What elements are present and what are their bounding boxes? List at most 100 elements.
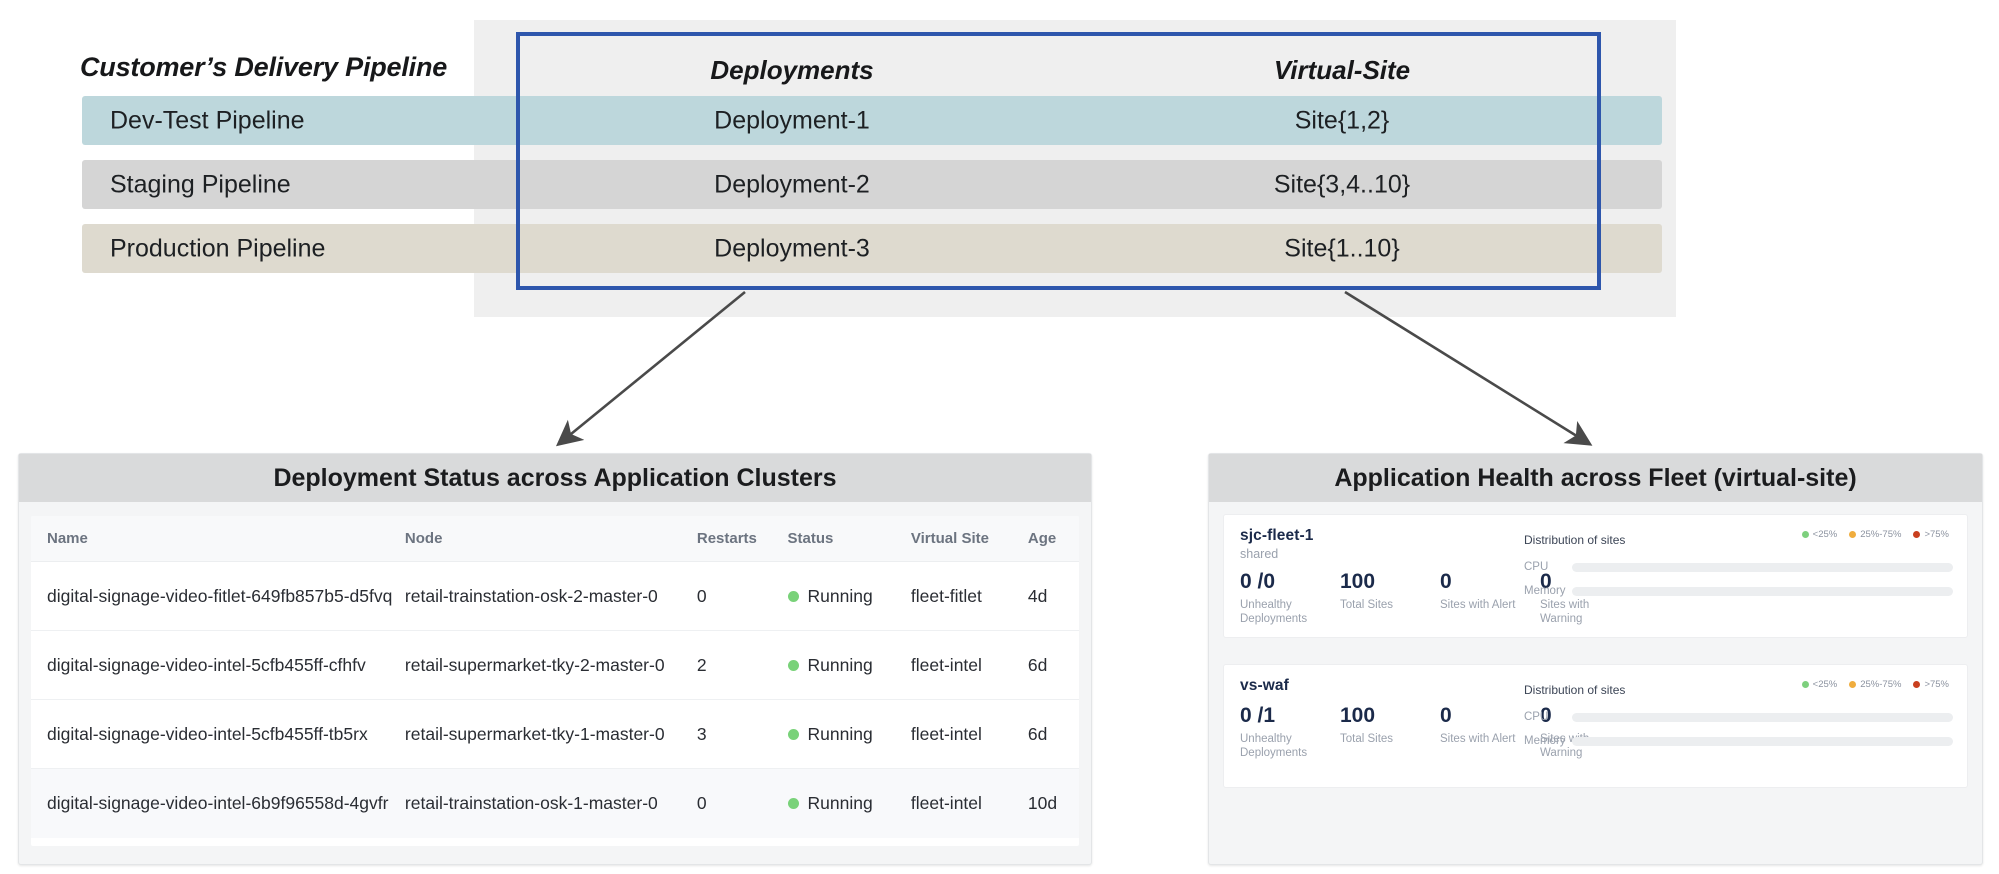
metric-value: 0 [1440, 570, 1452, 593]
metric-label: Unhealthy Deployments [1240, 599, 1308, 626]
th-node[interactable]: Node [404, 516, 697, 562]
fleet-metrics: 0 /1 Unhealthy Deployments 100 Total Sit… [1240, 704, 1953, 761]
cell-status: Running [787, 768, 911, 838]
legend-label: >75% [1924, 679, 1949, 690]
cell-virtual-site: fleet-fitlet [910, 561, 1028, 631]
legend-dot-amber [1849, 681, 1857, 688]
fleet-tile[interactable]: sjc-fleet-1 shared 0 /0 Unhealthy Deploy… [1223, 514, 1968, 638]
memory-bar-track [1572, 586, 1953, 596]
cell-node: retail-trainstation-osk-2-master-0 [404, 561, 697, 631]
metric-value: 0 [1540, 570, 1552, 593]
fleet-health-title: Application Health across Fleet (virtual… [1209, 454, 1982, 502]
legend-dot-red [1913, 681, 1921, 688]
th-age[interactable]: Age [1027, 516, 1079, 562]
legend-item-high: >75% [1913, 529, 1949, 540]
cpu-bar-track [1572, 562, 1953, 572]
status-label: Running [807, 792, 873, 813]
th-name[interactable]: Name [31, 516, 405, 562]
legend-label: 25%-75% [1860, 529, 1902, 540]
legend-item-low: <25% [1801, 529, 1838, 540]
legend-dot-red [1913, 531, 1921, 538]
metric-value: 100 [1340, 704, 1376, 727]
metric-total-sites: 100 Total Sites [1340, 570, 1440, 627]
metric-sites-with-alert: 0 Sites with Alert [1440, 704, 1540, 761]
distribution-row-cpu: CPU [1524, 711, 1953, 723]
distribution-row-label: CPU [1524, 711, 1549, 723]
memory-bar-track [1572, 736, 1953, 746]
th-virtual-site[interactable]: Virtual Site [910, 516, 1028, 562]
distribution-legend: <25% 25%-75% >75% [1801, 529, 1949, 540]
fleet-name: vs-waf [1240, 677, 1289, 694]
cell-age: 4d [1027, 561, 1079, 631]
pipeline-row-site: Site{3,4..10} [1273, 170, 1411, 198]
fleet-name: sjc-fleet-1 [1240, 527, 1314, 544]
table-row[interactable]: digital-signage-video-fitlet-649fb857b5-… [31, 561, 1079, 631]
legend-item-mid: 25%-75% [1849, 529, 1901, 540]
pipeline-row-deployment: Deployment-2 [714, 170, 870, 198]
metric-value: 0 [1440, 704, 1452, 727]
table-row[interactable]: digital-signage-video-intel-6b9f96558d-4… [31, 768, 1079, 838]
th-status[interactable]: Status [787, 516, 911, 562]
legend-item-high: >75% [1913, 679, 1949, 690]
cell-status: Running [787, 699, 911, 769]
status-label: Running [807, 723, 873, 744]
cpu-bar-track [1572, 712, 1953, 722]
legend-label: 25%-75% [1860, 679, 1902, 690]
status-label: Running [807, 654, 873, 675]
cell-virtual-site: fleet-intel [910, 630, 1028, 700]
metric-value: 0 /1 [1240, 704, 1276, 727]
table-header-row: Name Node Restarts Status Virtual Site A… [31, 516, 1079, 562]
metric-label: Unhealthy Deployments [1240, 733, 1308, 760]
deployment-status-card: Deployment Status across Application Clu… [18, 453, 1092, 865]
cell-name: digital-signage-video-intel-5cfb455ff-cf… [31, 630, 405, 700]
fleet-tile[interactable]: vs-waf 0 /1 Unhealthy Deployments 100 To… [1223, 664, 1968, 788]
cell-node: retail-supermarket-tky-1-master-0 [404, 699, 697, 769]
table-row[interactable]: digital-signage-video-intel-5cfb455ff-cf… [31, 630, 1079, 700]
cell-status: Running [787, 630, 911, 700]
metric-unhealthy-deployments: 0 /1 Unhealthy Deployments [1240, 704, 1340, 761]
distribution-row-memory: Memory [1524, 585, 1953, 597]
cell-age: 10d [1027, 768, 1079, 838]
deployment-table-container: Name Node Restarts Status Virtual Site A… [31, 516, 1079, 846]
distribution-legend: <25% 25%-75% >75% [1801, 679, 1949, 690]
th-restarts[interactable]: Restarts [696, 516, 788, 562]
distribution-block: <25% 25%-75% >75% Distribution of sites [1524, 529, 1953, 609]
pipeline-row-dev-test[interactable]: Dev-Test Pipeline Deployment-1 Site{1,2} [82, 96, 1662, 145]
legend-item-low: <25% [1801, 679, 1837, 690]
legend-label: <25% [1812, 529, 1838, 540]
legend-dot-green [1801, 531, 1809, 538]
cell-virtual-site: fleet-intel [910, 699, 1028, 769]
cell-node: retail-trainstation-osk-1-master-0 [404, 768, 697, 838]
distribution-title: Distribution of sites [1524, 683, 1626, 697]
table-row[interactable]: digital-signage-video-intel-5cfb455ff-tb… [31, 699, 1079, 769]
fleet-metrics: 0 /0 Unhealthy Deployments 100 Total Sit… [1240, 570, 1953, 627]
fleet-subtitle: shared [1240, 547, 1279, 561]
pipeline-row-production[interactable]: Production Pipeline Deployment-3 Site{1.… [82, 224, 1662, 273]
fleet-tiles-container: sjc-fleet-1 shared 0 /0 Unhealthy Deploy… [1209, 502, 1982, 826]
distribution-row-memory: Memory [1524, 735, 1953, 747]
cell-age: 6d [1027, 630, 1079, 700]
fleet-health-card: Application Health across Fleet (virtual… [1208, 453, 1983, 865]
legend-dot-amber [1849, 531, 1857, 538]
metric-label: Total Sites [1340, 599, 1394, 612]
pipeline-row-label: Staging Pipeline [110, 170, 291, 198]
status-running-icon [787, 728, 799, 740]
cell-node: retail-supermarket-tky-2-master-0 [404, 630, 697, 700]
metric-value: 100 [1340, 570, 1376, 593]
pipeline-row-site: Site{1,2} [1294, 106, 1390, 134]
cell-restarts: 0 [696, 561, 788, 631]
metric-value: 0 /0 [1240, 570, 1276, 593]
pipeline-row-staging[interactable]: Staging Pipeline Deployment-2 Site{3,4..… [82, 160, 1662, 209]
deployment-status-title: Deployment Status across Application Clu… [19, 454, 1091, 502]
legend-dot-green [1801, 681, 1809, 688]
pipeline-row-site: Site{1..10} [1284, 234, 1400, 262]
pipeline-row-deployment: Deployment-1 [714, 106, 870, 134]
metric-unhealthy-deployments: 0 /0 Unhealthy Deployments [1240, 570, 1340, 627]
pipeline-row-label: Production Pipeline [110, 234, 326, 262]
cell-restarts: 2 [696, 630, 788, 700]
pipeline-row-label: Dev-Test Pipeline [110, 106, 305, 134]
cell-name: digital-signage-video-intel-5cfb455ff-tb… [31, 699, 405, 769]
status-label: Running [807, 585, 873, 606]
distribution-row-label: Memory [1524, 735, 1566, 747]
cell-status: Running [787, 561, 911, 631]
